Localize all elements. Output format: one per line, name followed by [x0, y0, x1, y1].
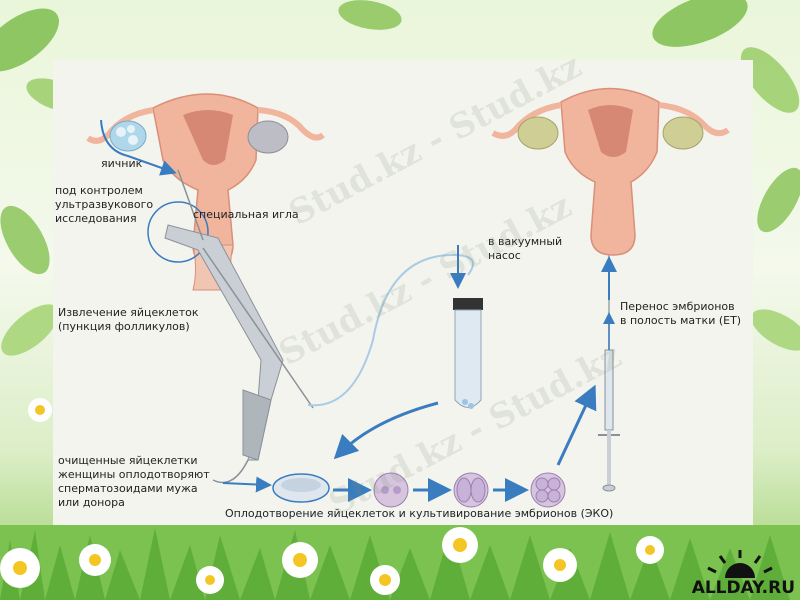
ultrasound-probe-icon: [147, 201, 314, 484]
ivf-diagram: [86, 87, 730, 508]
diagram-panel: яичник под контролем ультразвукового исс…: [53, 46, 753, 525]
needle-icon: [177, 169, 204, 241]
fertilize-arrow: [222, 476, 272, 493]
ovary-label: яичник: [101, 157, 143, 170]
uterus-right: [491, 87, 730, 256]
ovary-right-icon: [247, 120, 289, 154]
to-syringe-arrow: [556, 384, 597, 466]
petri-dish-icon: [272, 473, 330, 503]
ovary-right-yellow-icon: [517, 116, 704, 150]
fertilize-label: очищенные яйцеклетки женщины оплодотворя…: [58, 454, 210, 509]
vacuum-tube: [307, 253, 474, 407]
logo-text: ALLDAY.RU: [691, 578, 795, 598]
vacuum-label: в вакуумный насос: [488, 235, 563, 262]
zygote-icon: [373, 472, 409, 508]
daisy-icon: [0, 398, 664, 595]
test-tube-icon: [453, 298, 483, 409]
ultrasound-label: под контролем ультразвукового исследован…: [55, 184, 154, 225]
four-cell-embryo-icon: [530, 472, 566, 508]
sun-logo-icon: [707, 550, 773, 578]
extraction-label: Извлечение яйцеклеток (пункция фолликуло…: [58, 306, 199, 333]
leaf-icon: [0, 0, 800, 356]
culture-label: Оплодотворение яйцеклеток и культивирова…: [225, 507, 614, 520]
ovary-arrow: [100, 119, 177, 176]
return-arrow: [333, 401, 439, 460]
transfer-label: Перенос эмбрионов в полость матки (ET): [620, 300, 742, 327]
needle-label: специальная игла: [193, 208, 299, 221]
ovary-left-icon: [109, 120, 147, 152]
two-cell-embryo-icon: [453, 472, 489, 508]
